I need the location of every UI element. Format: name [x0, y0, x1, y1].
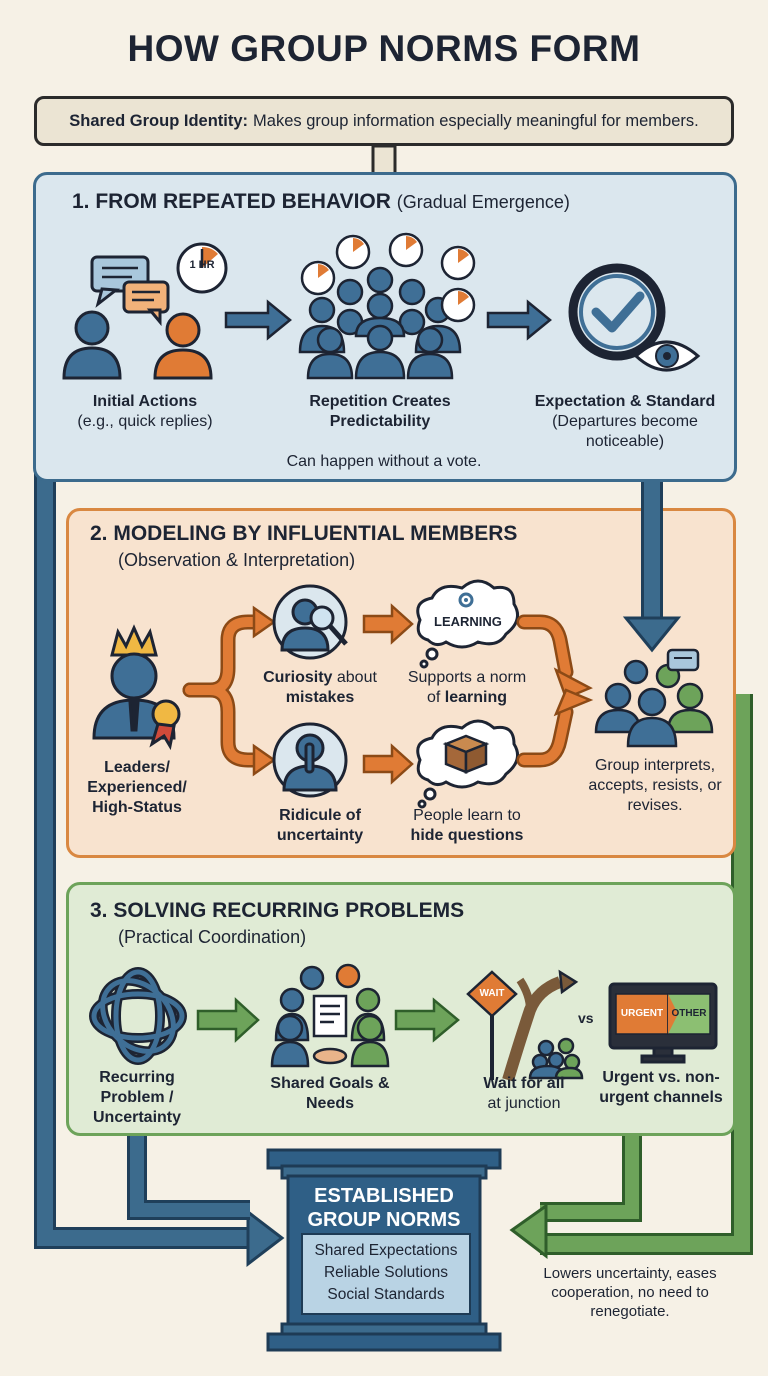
box-icon — [442, 734, 490, 774]
step-initial-actions: Initial Actions(e.g., quick replies) — [77, 393, 213, 430]
group-icon — [594, 648, 714, 748]
leader-label: Leaders/ Experienced/ High-Status — [87, 759, 187, 816]
step-expectation: Expectation & Standard(Departures become… — [534, 393, 716, 450]
outcome-list: Shared Expectations Reliable Solutions S… — [302, 1240, 470, 1306]
shared-goals-label: Shared Goals & Needs — [270, 1075, 390, 1112]
page-title: HOW GROUP NORMS FORM — [127, 28, 641, 69]
channels-label: Urgent vs. non-urgent channels — [599, 1069, 723, 1106]
learning-cloud-label: LEARNING — [434, 614, 502, 629]
wait-sign-icon — [466, 969, 584, 1082]
chat-bubbles-icon — [90, 255, 170, 327]
clock-icon — [176, 242, 228, 294]
identity-label: Shared Group Identity: — [69, 111, 249, 130]
vs-label: vs — [578, 1010, 594, 1026]
section2-heading: 2. MODELING BY INFLUENTIAL MEMBERS — [90, 522, 518, 545]
section-modeling — [66, 508, 736, 858]
eye-icon — [633, 340, 701, 372]
leader-icon — [92, 624, 181, 751]
outcome-item: Reliable Solutions — [323, 1264, 449, 1281]
step-repetition: Repetition Creates Predictability — [309, 393, 451, 430]
section3-heading: 3. SOLVING RECURRING PROBLEMS — [90, 899, 465, 922]
section1-note: Can happen without a vote. — [286, 453, 482, 470]
outcome-benefit: Lowers uncertainty, eases cooperation, n… — [543, 1265, 717, 1320]
section1-heading: 1. FROM REPEATED BEHAVIOR (Gradual Emerg… — [72, 190, 570, 213]
learning-cloud-icon — [416, 579, 520, 669]
clock-label: 1 HR — [189, 259, 215, 271]
monitor-other-label: OTHER — [671, 1008, 707, 1019]
section1-subheading: (Gradual Emergence) — [396, 192, 570, 212]
check-magnifier-icon — [568, 263, 666, 361]
identity-text: Makes group information especially meani… — [253, 111, 699, 130]
curiosity-icon — [272, 584, 348, 660]
outcome-item: Shared Expectations — [314, 1242, 458, 1259]
monitor-icon — [608, 982, 718, 1064]
initial-people-icon — [62, 310, 213, 380]
shared-identity-box: Shared Group Identity: Makes group infor… — [34, 96, 734, 146]
gear-icon — [458, 592, 474, 608]
section3-subheading: (Practical Coordination) — [118, 927, 307, 947]
group-response-label: Group interprets, accepts, resists, or r… — [588, 757, 722, 814]
team-icon — [270, 963, 390, 1068]
recurring-problem-label: Recurring Problem / Uncertainty — [92, 1069, 182, 1126]
outcome-item: Social Standards — [327, 1286, 445, 1303]
ridicule-icon — [272, 722, 348, 798]
section2-subheading: (Observation & Interpretation) — [118, 550, 356, 570]
crowd-icon — [298, 266, 462, 380]
wait-sign-label: WAIT — [479, 988, 505, 999]
monitor-urgent-label: URGENT — [620, 1008, 664, 1019]
